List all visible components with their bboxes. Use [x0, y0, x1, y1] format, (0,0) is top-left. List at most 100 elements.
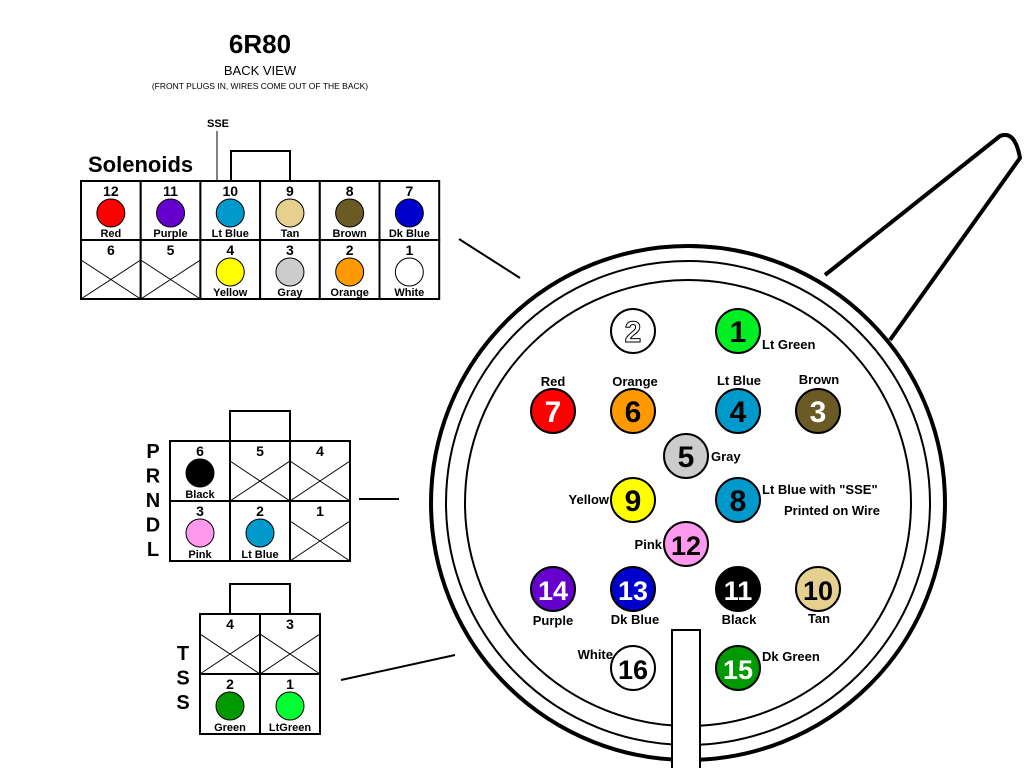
pin-1-circle: [715, 308, 761, 354]
pin-4-circle: [715, 388, 761, 434]
wire-color-dot: [394, 257, 424, 287]
pin-wire-label: Brown: [799, 372, 840, 387]
pin-number: 10: [803, 576, 833, 606]
pin-8-circle: [715, 477, 761, 523]
pin-wire-label: Dk Green: [762, 649, 820, 664]
pin-wire-label: Tan: [808, 611, 830, 626]
wire-color-label: Yellow: [213, 287, 248, 299]
empty-cavity-x: [80, 259, 141, 300]
pin-15-circle: [715, 645, 761, 691]
connector-letter: D: [146, 515, 160, 537]
tss-pointer-line: [340, 654, 456, 681]
pin-number: 13: [618, 576, 648, 606]
pin-7-circle: [530, 388, 576, 434]
cavity-number: 5: [256, 443, 264, 459]
cavity-number: 10: [222, 183, 238, 199]
wire-color-dot: [335, 257, 365, 287]
wire-color-label: Green: [214, 722, 246, 734]
diagram-subtitle: BACK VIEW: [224, 63, 297, 78]
wire-color-dot: [185, 458, 215, 488]
pin-number: 16: [618, 655, 648, 685]
pin-5-circle: [663, 433, 709, 479]
cavity-number: 4: [316, 443, 324, 459]
cavity-number: 2: [346, 242, 354, 258]
connector-letter: S: [176, 692, 189, 714]
pin-wire-label: Red: [541, 374, 566, 389]
pin-number: 5: [678, 441, 695, 474]
pin-13-circle: [610, 566, 656, 612]
connector-letter: S: [176, 668, 189, 690]
wire-color-label: White: [394, 287, 424, 299]
pin-number: 14: [538, 576, 568, 606]
cavity-number: 4: [226, 616, 234, 632]
empty-cavity-x: [140, 259, 201, 300]
wire-color-dot: [394, 198, 424, 228]
cavity-number: 2: [226, 676, 234, 692]
cavity-number: 7: [405, 183, 413, 199]
pin-number: 12: [671, 531, 701, 561]
pin-11-circle: [715, 566, 761, 612]
wire-color-dot: [215, 691, 245, 721]
solenoids-label: Solenoids: [88, 152, 193, 177]
wire-color-label: Purple: [153, 228, 187, 240]
connector-letter: N: [146, 490, 160, 512]
connector-tab: [823, 133, 1022, 342]
pin-10-circle: [795, 566, 841, 612]
pin-16-circle: [610, 645, 656, 691]
pin-wire-label: Black: [722, 612, 757, 627]
cavity-number: 6: [196, 443, 204, 459]
cavity-number: 3: [196, 503, 204, 519]
cavity-number: 2: [256, 503, 264, 519]
cavity-number: 1: [286, 676, 294, 692]
wire-color-dot: [275, 691, 305, 721]
wire-color-dot: [185, 518, 215, 548]
pin-number: 15: [723, 655, 753, 685]
wire-color-dot: [275, 257, 305, 287]
wire-color-label: Orange: [330, 287, 369, 299]
pin-2-circle: [610, 308, 656, 354]
connector-letter: P: [146, 441, 159, 463]
wire-color-label: Pink: [188, 549, 212, 561]
pin-6-circle: [610, 388, 656, 434]
tss-key: [229, 583, 291, 614]
pin-number: 7: [545, 396, 562, 429]
diagram-note: (FRONT PLUGS IN, WIRES COME OUT OF THE B…: [152, 81, 368, 91]
empty-cavity-x: [259, 633, 321, 675]
cavity-number: 1: [316, 503, 324, 519]
wire-color-label: Gray: [277, 287, 303, 299]
cavity-number: 11: [163, 183, 178, 199]
solenoid-key: [230, 150, 291, 181]
wire-color-dot: [156, 198, 186, 228]
pin-wire-label: White: [578, 647, 613, 662]
pin-wire-label: Orange: [612, 374, 658, 389]
sse-label: SSE: [207, 118, 229, 130]
cavity-cell: [199, 613, 261, 675]
wire-color-label: Lt Blue: [241, 549, 278, 561]
connector-letter: T: [177, 643, 189, 665]
wire-color-label: Lt Blue: [212, 228, 249, 240]
connector-letter: R: [146, 466, 161, 488]
empty-cavity-x: [289, 460, 351, 502]
pin-wire-label: Gray: [711, 449, 741, 464]
tss-label: TSS: [176, 643, 189, 714]
empty-cavity-x: [199, 633, 261, 675]
pin-number: 6: [625, 396, 642, 429]
wire-color-label: Black: [185, 489, 215, 501]
diagram-title: 6R80: [229, 29, 291, 59]
pin-wire-label: Yellow: [569, 492, 610, 507]
wire-color-label: Dk Blue: [389, 228, 430, 240]
cavity-number: 9: [286, 183, 294, 199]
wire-color-dot: [215, 198, 245, 228]
wire-color-label: Tan: [281, 228, 300, 240]
cavity-cell: [289, 440, 351, 502]
solenoid-pointer-line: [458, 238, 521, 279]
wire-color-label: LtGreen: [269, 722, 311, 734]
pin-3-circle: [795, 388, 841, 434]
wire-color-dot: [275, 198, 305, 228]
cavity-number: 8: [346, 183, 354, 199]
wire-color-dot: [96, 198, 126, 228]
